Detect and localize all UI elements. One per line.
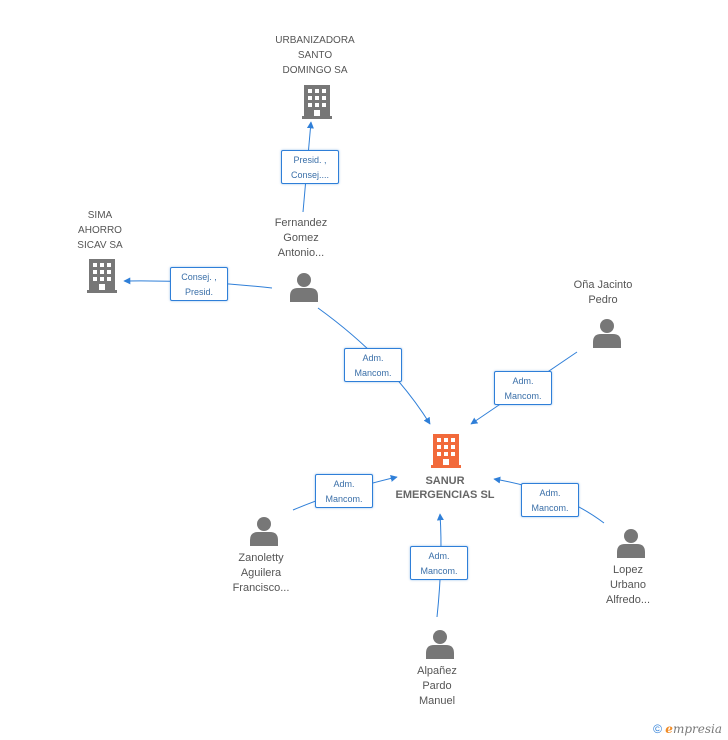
person-icon-alpanez[interactable]	[426, 630, 454, 659]
edge-label-zanoletty-center[interactable]: Adm. Mancom.	[315, 474, 373, 508]
edge-role-line2: Presid.	[184, 287, 213, 297]
edge-role-line1: Presid. ,	[293, 155, 327, 165]
brand-footer[interactable]: © empresia	[653, 722, 722, 736]
edge-role-line1: Consej. ,	[181, 272, 217, 282]
center-company-label[interactable]: SANUR EMERGENCIAS SL	[395, 475, 495, 501]
edge-label-fernandez-sima[interactable]: Consej. , Presid.	[170, 267, 228, 301]
person-icon-fernandez[interactable]	[290, 273, 318, 302]
edge-label-fernandez-urbanizadora[interactable]: Presid. , Consej....	[281, 150, 339, 184]
person-icon-ona[interactable]	[593, 319, 621, 348]
person-label-zanoletty[interactable]: Zanoletty Aguilera Francisco...	[232, 552, 290, 594]
company-label-urbanizadora[interactable]: URBANIZADORA SANTO DOMINGO SA	[275, 35, 355, 76]
edge-role-line2: Mancom.	[354, 368, 392, 378]
brand-logo: empresia	[665, 722, 722, 736]
edge-label-fernandez-center[interactable]: Adm. Mancom.	[344, 348, 402, 382]
edge-role-line1: Adm.	[512, 376, 534, 386]
building-icon-urbanizadora[interactable]	[302, 85, 332, 119]
person-label-fernandez[interactable]: Fernandez Gomez Antonio...	[274, 217, 328, 259]
person-icon-lopez[interactable]	[617, 529, 645, 558]
person-label-alpanez[interactable]: Alpañez Pardo Manuel	[417, 665, 457, 707]
building-icon-center[interactable]	[431, 434, 461, 468]
company-label-sima[interactable]: SIMA AHORRO SICAV SA	[77, 210, 123, 251]
person-label-ona[interactable]: Oña Jacinto Pedro	[573, 279, 633, 306]
edge-role-line1: Adm.	[333, 479, 355, 489]
building-icon-sima[interactable]	[87, 259, 117, 293]
edge-role-line2: Mancom.	[420, 566, 458, 576]
edge-label-lopez-center[interactable]: Adm. Mancom.	[521, 483, 579, 517]
edge-role-line2: Mancom.	[504, 391, 542, 401]
edge-role-line1: Adm.	[539, 488, 561, 498]
edge-role-line2: Mancom.	[325, 494, 363, 504]
edge-role-line2: Consej....	[290, 170, 330, 180]
edge-role-line1: Adm.	[362, 353, 384, 363]
person-label-lopez[interactable]: Lopez Urbano Alfredo...	[605, 564, 651, 606]
edge-label-alpanez-center[interactable]: Adm. Mancom.	[410, 546, 468, 580]
edge-role-line2: Mancom.	[531, 503, 569, 513]
edge-role-line1: Adm.	[428, 551, 450, 561]
edge-label-ona-center[interactable]: Adm. Mancom.	[494, 371, 552, 405]
person-icon-zanoletty[interactable]	[250, 517, 278, 546]
copyright-icon: ©	[653, 722, 662, 736]
